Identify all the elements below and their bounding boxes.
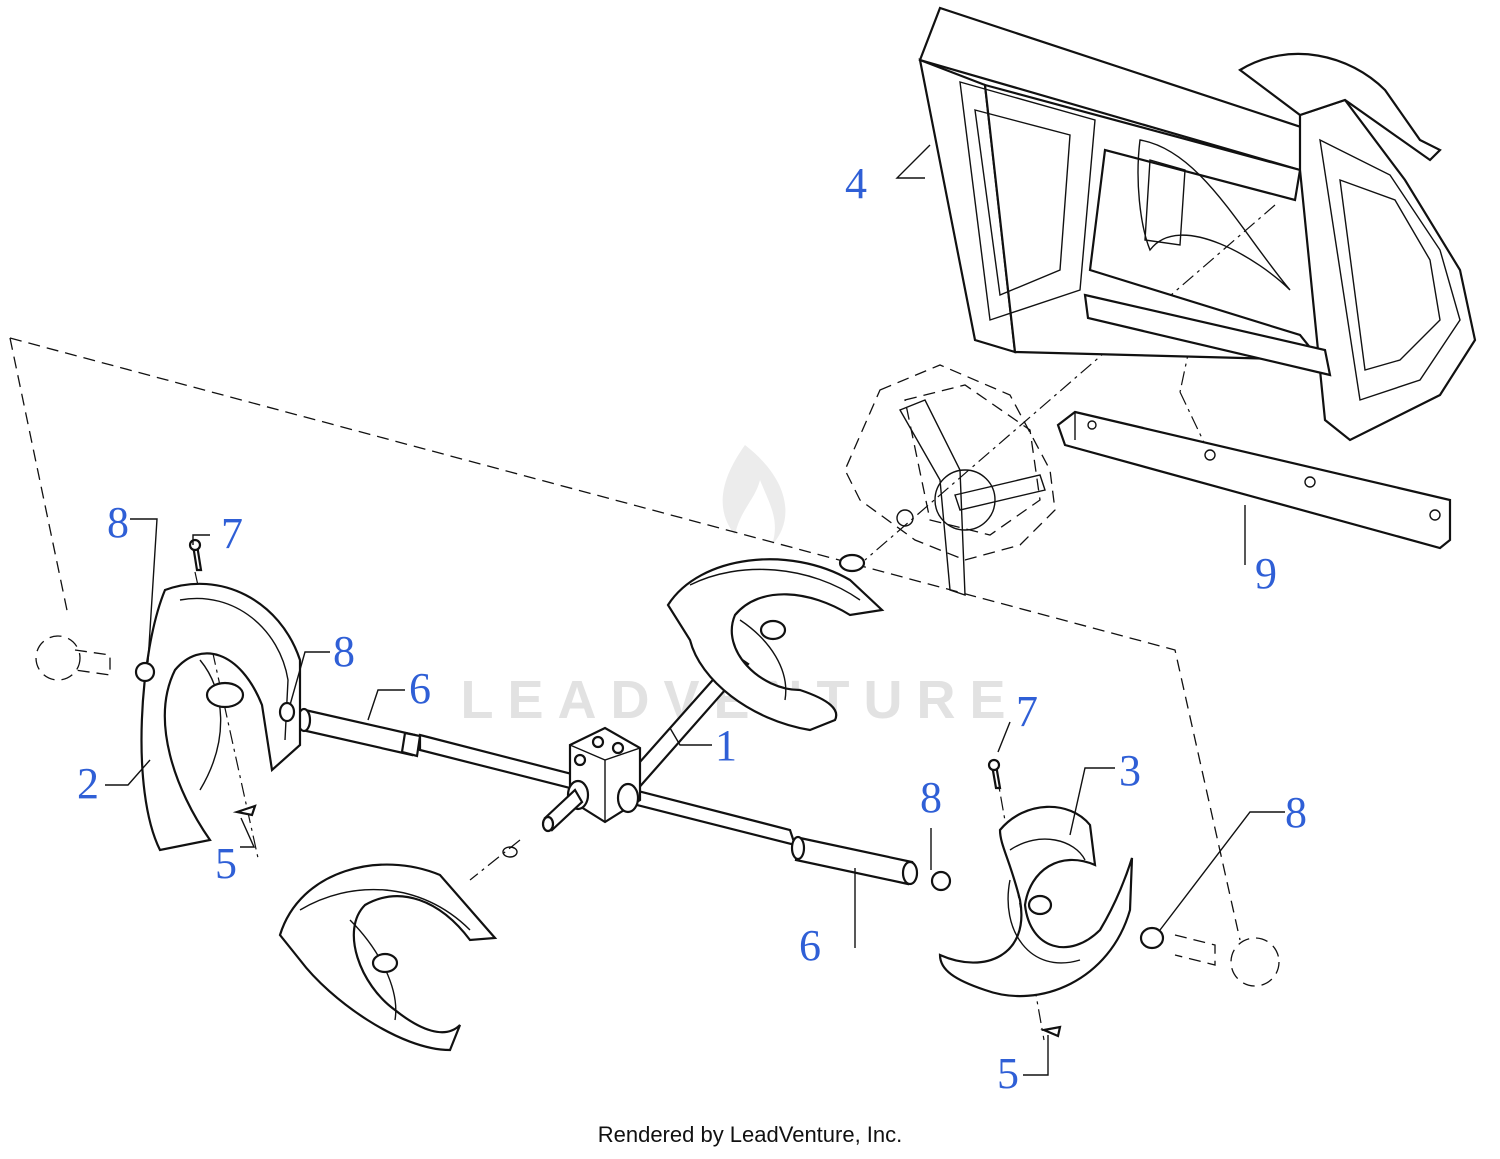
auger-housing bbox=[918, 6, 1477, 442]
auger-flight-bottom bbox=[278, 863, 498, 1052]
callout-labels: 8 7 8 6 2 5 1 4 9 7 3 8 8 6 5 bbox=[77, 159, 1307, 1098]
scraper-bar bbox=[1056, 410, 1452, 550]
callout-8: 8 bbox=[920, 773, 942, 822]
callout-8: 8 bbox=[1285, 788, 1307, 837]
callout-6: 6 bbox=[409, 664, 431, 713]
callout-1: 1 bbox=[715, 721, 737, 770]
callout-8: 8 bbox=[333, 627, 355, 676]
callout-5: 5 bbox=[997, 1049, 1019, 1098]
callout-2: 2 bbox=[77, 759, 99, 808]
callout-7: 7 bbox=[1016, 687, 1038, 736]
callout-6: 6 bbox=[799, 921, 821, 970]
callout-7: 7 bbox=[221, 509, 243, 558]
callout-8: 8 bbox=[107, 498, 129, 547]
impeller bbox=[838, 364, 1056, 596]
auger-flight-left bbox=[140, 582, 302, 852]
auger-flight-right bbox=[938, 805, 1134, 998]
callout-9: 9 bbox=[1255, 549, 1277, 598]
footer-credit: Rendered by LeadVenture, Inc. bbox=[597, 1122, 903, 1147]
leader-lines bbox=[105, 144, 1285, 1076]
hardware bbox=[35, 538, 1280, 1038]
callout-4: 4 bbox=[845, 159, 867, 208]
shaft-tube-right bbox=[790, 835, 919, 886]
callout-3: 3 bbox=[1119, 746, 1141, 795]
callout-5: 5 bbox=[215, 839, 237, 888]
shaft-tube-left bbox=[296, 707, 422, 758]
auger-flight-top bbox=[666, 558, 885, 732]
